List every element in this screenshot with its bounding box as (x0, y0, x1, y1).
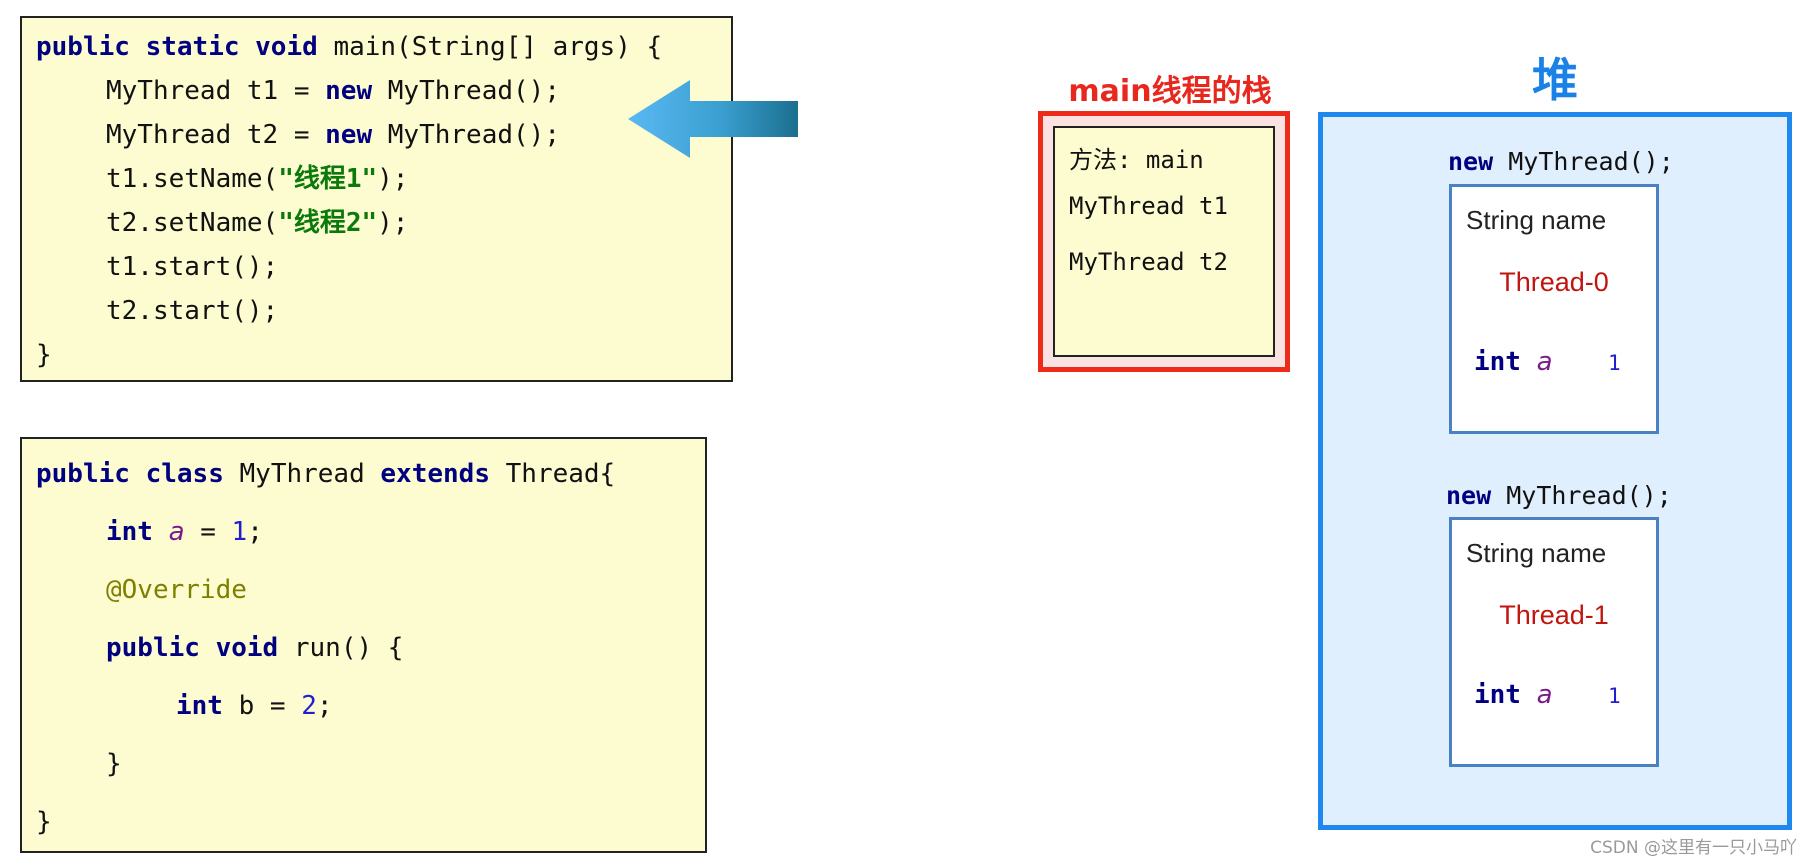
object-2-label: new MyThread(); (1446, 481, 1672, 510)
mythread-class-code-block: public class MyThread extends Thread{ in… (20, 437, 707, 853)
keyword-new: new (1446, 481, 1492, 510)
keyword-int: int (1474, 680, 1521, 710)
object-field-a-value: 1 (1608, 351, 1621, 375)
number-literal: 1 (231, 517, 248, 547)
mythread-object-1: String name Thread-0 int a 1 (1449, 184, 1659, 434)
keyword-public: public (36, 32, 130, 62)
string-literal: "线程2" (278, 208, 378, 238)
statement-end: ; (247, 517, 263, 547)
keyword-public: public (106, 633, 200, 663)
assign-operator: = (184, 517, 232, 547)
mythread-object-2: String name Thread-1 int a 1 (1449, 517, 1659, 767)
keyword-void: void (255, 32, 318, 62)
start-call: t1.start(); (106, 252, 279, 282)
constructor-call: MyThread(); (1508, 147, 1674, 176)
superclass: Thread{ (505, 459, 616, 489)
code-line-8: } (36, 340, 52, 370)
main-signature: main(String[] args) { (333, 32, 663, 62)
object-name-value: Thread-0 (1499, 267, 1609, 297)
t2-declaration: MyThread t2 = (106, 120, 326, 150)
keyword-class: class (145, 459, 224, 489)
override-annotation: @Override (106, 575, 247, 605)
keyword-extends: extends (380, 459, 490, 489)
object-field-a: int a (1474, 680, 1553, 710)
object-field-name: String name (1466, 205, 1607, 235)
keyword-void: void (215, 633, 279, 663)
constructor-call: MyThread(); (387, 120, 560, 150)
code-line-2: MyThread t1 = new MyThread(); (36, 76, 560, 106)
class-line-4: public void run() { (36, 633, 403, 663)
code-line-1: public static void main(String[] args) { (36, 32, 662, 62)
object-name-value: Thread-1 (1499, 600, 1609, 630)
keyword-new: new (1448, 147, 1494, 176)
keyword-int: int (1474, 347, 1521, 377)
class-line-3: @Override (36, 575, 247, 605)
keyword-new: new (325, 120, 373, 150)
class-line-5: int b = 2; (36, 691, 333, 721)
object-1-label: new MyThread(); (1448, 147, 1674, 176)
stack-var-t1: MyThread t1 (1069, 192, 1228, 220)
watermark: CSDN @这里有一只小马吖 (1590, 838, 1797, 858)
stack-method-label: 方法: main (1069, 146, 1204, 174)
keyword-static: static (145, 32, 240, 62)
closing-brace: } (36, 340, 52, 370)
field-a: a (168, 517, 185, 547)
code-line-3: MyThread t2 = new MyThread(); (36, 120, 560, 150)
statement-end: ; (316, 691, 333, 721)
class-name: MyThread (239, 459, 365, 489)
setname-call: t2.setName( (106, 208, 279, 238)
statement-end: ); (377, 164, 409, 194)
class-line-2: int a = 1; (36, 517, 263, 547)
code-line-6: t1.start(); (36, 252, 278, 282)
closing-brace: } (106, 749, 122, 779)
class-line-7: } (36, 807, 52, 837)
string-literal: "线程1" (278, 164, 378, 194)
stack-var-t2: MyThread t2 (1069, 248, 1228, 276)
heap-title: 堆 (1532, 53, 1578, 107)
run-signature: run() { (293, 633, 404, 663)
number-literal: 2 (301, 691, 317, 721)
statement-end: ); (377, 208, 409, 238)
object-field-a-value: 1 (1608, 684, 1621, 708)
keyword-int: int (106, 517, 153, 547)
code-line-7: t2.start(); (36, 296, 278, 326)
setname-call: t1.setName( (106, 164, 279, 194)
local-b: b = (222, 691, 302, 721)
main-stack-frame: 方法: main MyThread t1 MyThread t2 (1053, 126, 1275, 357)
code-line-4: t1.setName("线程1"); (36, 164, 408, 194)
keyword-int: int (176, 691, 223, 721)
constructor-call: MyThread(); (387, 76, 560, 106)
start-call: t2.start(); (106, 296, 279, 326)
constructor-call: MyThread(); (1506, 481, 1672, 510)
left-arrow-icon (628, 80, 798, 158)
field-a: a (1536, 680, 1553, 710)
object-field-name: String name (1466, 538, 1607, 568)
closing-brace: } (36, 807, 52, 837)
stack-title: main线程的栈 (1068, 74, 1272, 109)
main-thread-stack: 方法: main MyThread t1 MyThread t2 (1038, 111, 1290, 372)
code-line-5: t2.setName("线程2"); (36, 208, 408, 238)
field-a: a (1536, 347, 1553, 377)
class-line-6: } (36, 749, 122, 779)
object-field-a: int a (1474, 347, 1553, 377)
heap-area: new MyThread(); String name Thread-0 int… (1318, 112, 1792, 830)
main-method-code-block: public static void main(String[] args) {… (20, 16, 733, 382)
keyword-new: new (325, 76, 373, 106)
class-line-1: public class MyThread extends Thread{ (36, 459, 615, 489)
t1-declaration: MyThread t1 = (106, 76, 326, 106)
keyword-public: public (36, 459, 130, 489)
